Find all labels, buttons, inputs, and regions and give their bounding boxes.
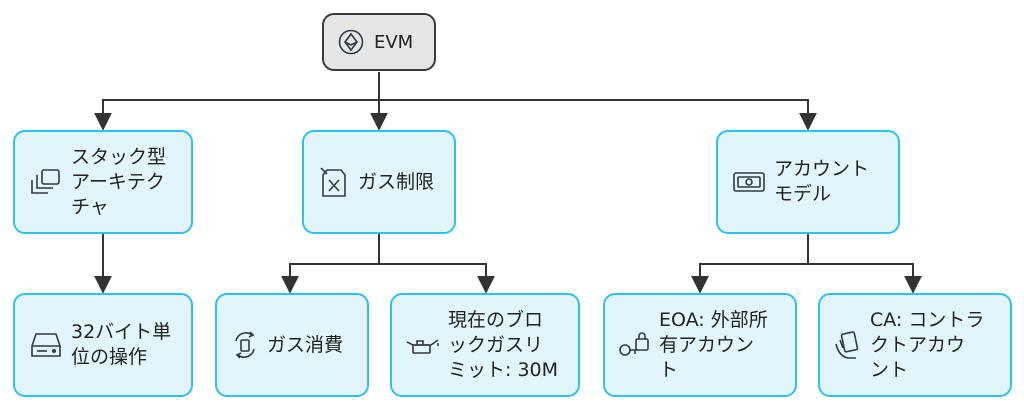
evm-logo-icon	[338, 29, 364, 55]
gas-limit-label: ガス制限	[358, 170, 435, 193]
edge-evm-stack	[94, 72, 380, 131]
eoa-label: EOA: 外部所 有アカウン ト	[659, 308, 768, 381]
edge-gas-limit-now	[378, 234, 495, 294]
contract-account-label: CA: コントラ クトアカウ ント	[870, 308, 985, 381]
contract-account-node[interactable]: CA: コントラ クトアカウ ント	[818, 293, 1012, 397]
edge-gas-limit-gas-use	[281, 234, 380, 294]
gas-use-label: ガス消費	[267, 333, 344, 356]
layers-icon	[29, 167, 63, 197]
current-gas-limit-label: 現在のブロ ックガスリ ミット: 30M	[448, 308, 559, 381]
edge-evm-account-model	[378, 72, 817, 131]
eoa-node[interactable]: EOA: 外部所 有アカウン ト	[603, 293, 797, 397]
contract-hand-icon	[832, 329, 862, 361]
word32-node[interactable]: 32バイト単 位の操作	[13, 293, 193, 397]
evm-label: EVM	[374, 31, 414, 53]
jerrycan-icon	[318, 165, 350, 199]
key-lock-icon	[617, 330, 651, 360]
current-gas-limit-node[interactable]: 現在のブロ ックガスリ ミット: 30M	[390, 293, 580, 397]
stack-architecture-label: スタック型 アーキテク チャ	[71, 145, 167, 218]
gas-use-node[interactable]: ガス消費	[215, 293, 369, 397]
oil-can-icon	[404, 334, 440, 356]
hard-drive-icon	[29, 331, 63, 359]
fuel-cycle-icon	[231, 329, 259, 361]
edge-account-eoa	[691, 234, 809, 294]
account-model-node[interactable]: アカウント モデル	[716, 130, 900, 234]
banknote-icon	[732, 170, 766, 194]
word32-label: 32バイト単 位の操作	[71, 321, 172, 368]
edge-account-ca	[807, 234, 922, 294]
evm-node[interactable]: EVM	[322, 13, 436, 71]
stack-architecture-node[interactable]: スタック型 アーキテク チャ	[13, 130, 193, 234]
account-model-label: アカウント モデル	[774, 158, 870, 205]
gas-limit-node[interactable]: ガス制限	[302, 130, 456, 234]
